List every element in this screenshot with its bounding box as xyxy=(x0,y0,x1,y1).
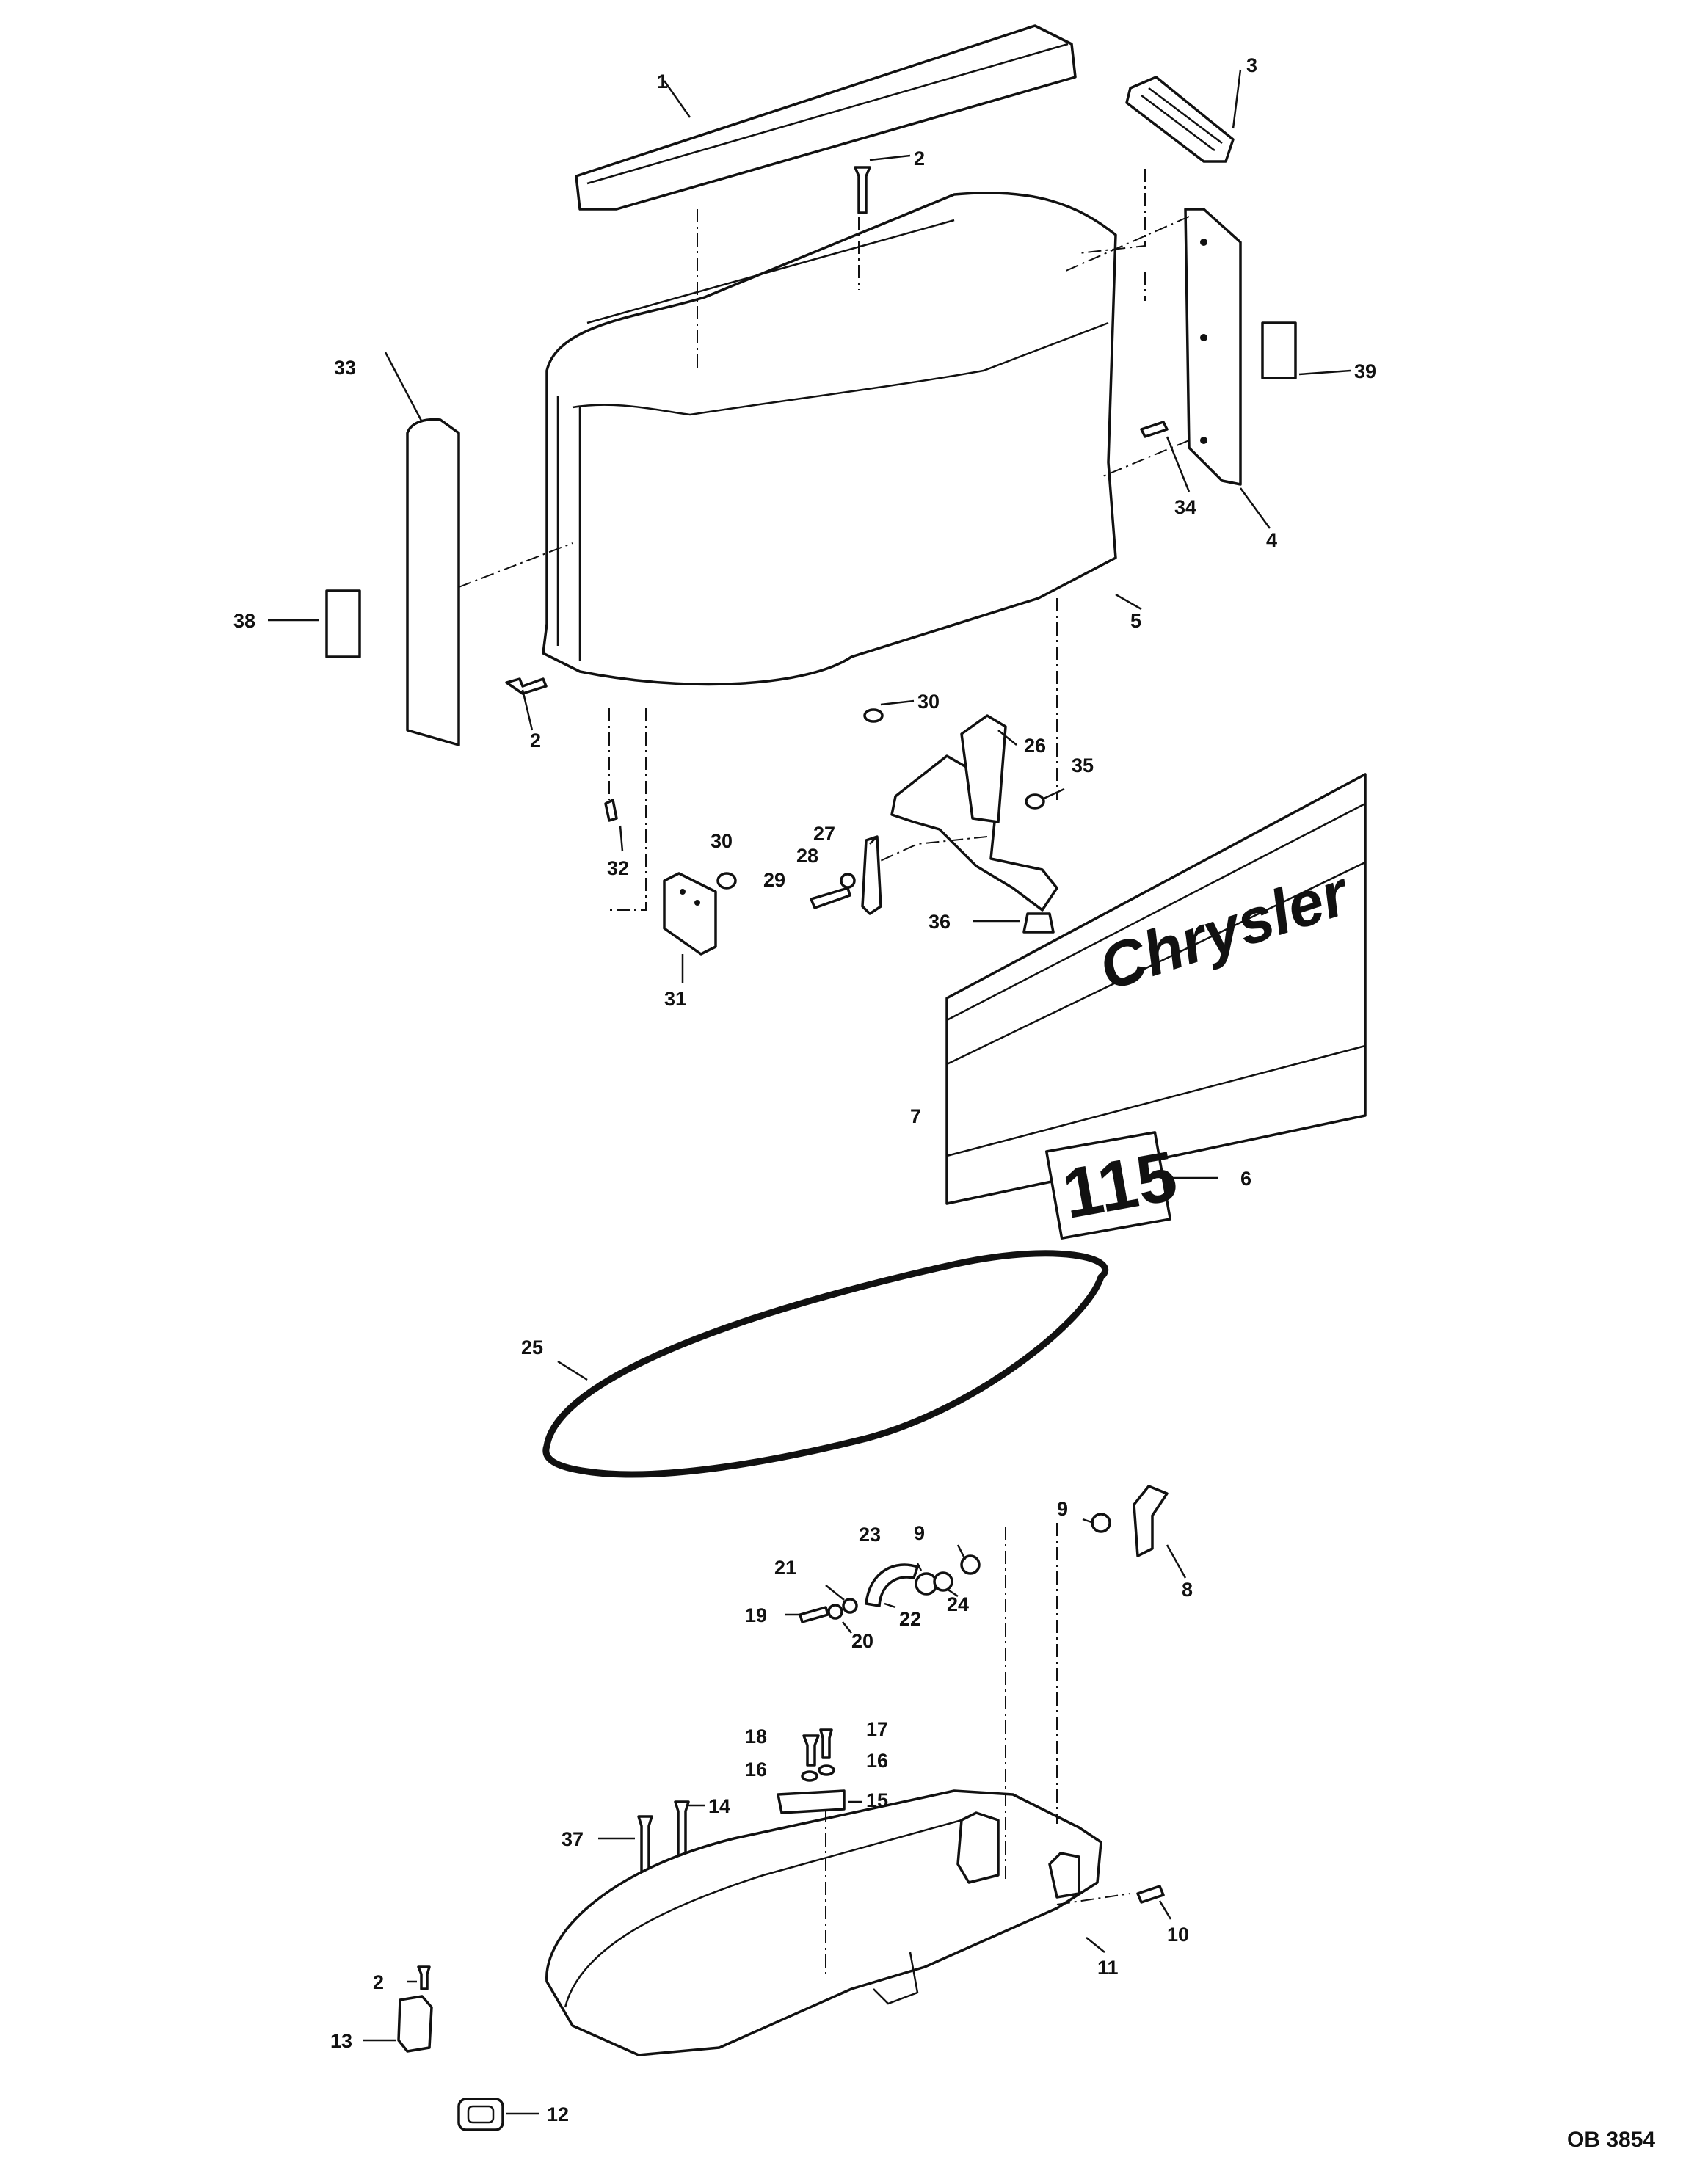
part-27-latch-link xyxy=(861,835,882,915)
part-6-hp-decal: 115 xyxy=(1044,1131,1182,1240)
part-4-rear-panel xyxy=(1184,208,1242,486)
callout-labels: 1 2 3 39 33 34 4 5 38 2 30 26 35 27 30 2… xyxy=(233,54,1376,2125)
callout-25: 25 xyxy=(521,1336,543,1358)
callout-37: 37 xyxy=(562,1828,584,1850)
callout-3: 3 xyxy=(1246,54,1257,76)
callout-26: 26 xyxy=(1024,735,1046,757)
part-7-decal: Chrysler xyxy=(945,773,1367,1205)
part-13-clip xyxy=(397,1965,433,2053)
part-25-seal xyxy=(542,1250,1109,1478)
part-8-handle xyxy=(1133,1485,1169,1557)
callout-12: 12 xyxy=(547,2103,569,2125)
callout-2-left: 2 xyxy=(530,730,541,752)
decal-hp-text: 115 xyxy=(1057,1137,1182,1234)
part-39-label xyxy=(1261,321,1297,379)
callout-9-mid: 9 xyxy=(914,1522,925,1544)
callout-7: 7 xyxy=(910,1105,921,1127)
callout-11: 11 xyxy=(1097,1957,1119,1979)
callout-4: 4 xyxy=(1266,529,1277,551)
callout-33: 33 xyxy=(334,357,356,379)
callout-39: 39 xyxy=(1354,360,1376,382)
callout-38: 38 xyxy=(233,610,255,632)
callout-17: 17 xyxy=(866,1718,888,1740)
callout-28: 28 xyxy=(796,845,818,867)
callout-13: 13 xyxy=(330,2030,352,2052)
part-5-upper-cowl xyxy=(542,192,1117,686)
callout-35: 35 xyxy=(1072,754,1094,776)
callout-16-left: 16 xyxy=(745,1758,767,1780)
callout-1: 1 xyxy=(657,70,668,92)
leader-lines xyxy=(268,69,1351,2115)
callout-30-mid: 30 xyxy=(711,830,733,852)
callout-23: 23 xyxy=(859,1524,881,1546)
callout-15: 15 xyxy=(866,1789,888,1811)
part-3-vent-grille xyxy=(1125,76,1235,163)
part-26-latch-bracket xyxy=(890,714,1058,912)
part-10-screw xyxy=(1136,1885,1165,1904)
part-11-lower-cowl xyxy=(545,1789,1102,2056)
callout-21: 21 xyxy=(774,1557,796,1579)
callout-16-right: 16 xyxy=(866,1750,888,1772)
part-9-washer-right xyxy=(1091,1513,1111,1533)
fasteners-upper xyxy=(505,166,1169,934)
callout-6: 6 xyxy=(1240,1168,1251,1190)
part-38-label xyxy=(325,589,361,658)
callout-2-bottom: 2 xyxy=(373,1971,384,1993)
part-33-front-panel xyxy=(406,418,460,746)
callout-30-top: 30 xyxy=(917,691,940,713)
callout-10: 10 xyxy=(1167,1924,1189,1946)
alignment-lines xyxy=(458,169,1190,1974)
callout-22: 22 xyxy=(899,1608,921,1630)
callout-19: 19 xyxy=(745,1604,767,1626)
callout-27: 27 xyxy=(813,823,835,845)
drawing-number: OB 3854 xyxy=(1567,2128,1655,2152)
callout-18: 18 xyxy=(745,1725,767,1747)
callout-31: 31 xyxy=(664,988,686,1010)
callout-29: 29 xyxy=(763,869,785,891)
callout-20: 20 xyxy=(851,1630,873,1652)
callout-8: 8 xyxy=(1182,1579,1193,1601)
callout-5: 5 xyxy=(1130,610,1141,632)
callout-34: 34 xyxy=(1174,496,1196,518)
part-1-top-trim xyxy=(575,24,1077,211)
part-12-grommet xyxy=(457,2098,504,2131)
callout-24: 24 xyxy=(947,1593,969,1615)
callout-14: 14 xyxy=(708,1795,730,1817)
callout-9-right: 9 xyxy=(1057,1498,1068,1520)
callout-2-top: 2 xyxy=(914,148,925,170)
callout-36: 36 xyxy=(929,911,951,933)
part-31-bracket xyxy=(663,872,717,956)
fasteners-lower xyxy=(637,1728,846,1877)
callout-32: 32 xyxy=(607,857,629,879)
latch-hardware xyxy=(799,1554,981,1623)
